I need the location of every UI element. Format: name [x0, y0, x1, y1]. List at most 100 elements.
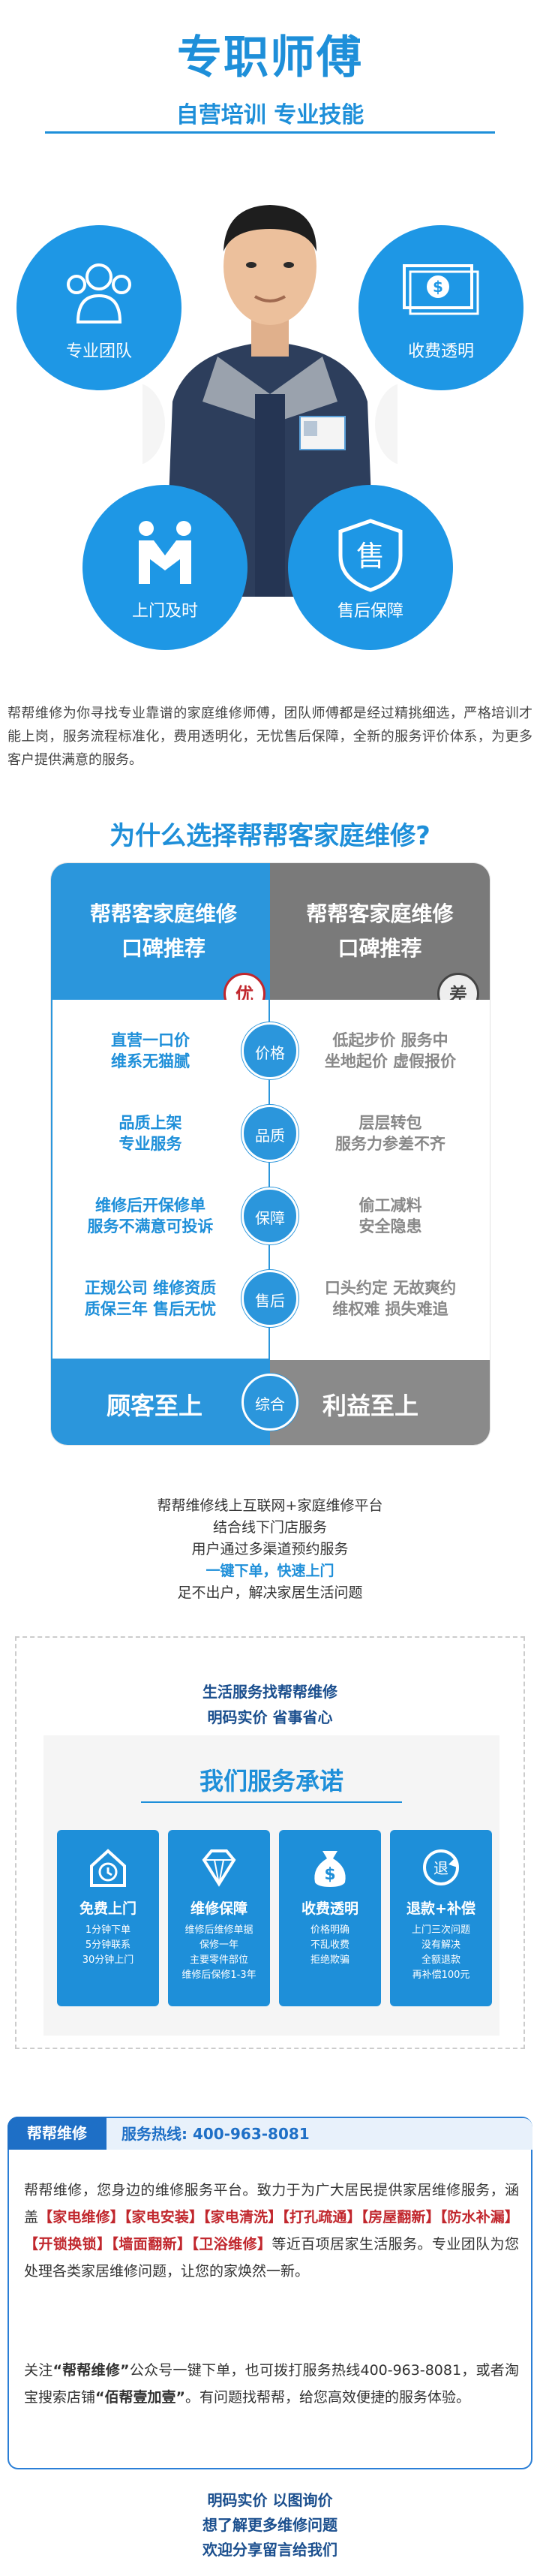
- row-text: 坐地起价 虚假报价: [324, 1052, 457, 1070]
- compare-foot-left: 顾客至上: [51, 1360, 270, 1445]
- service-tag: 【房屋翻新】: [361, 2209, 440, 2225]
- left-head-line1: 帮帮客家庭维修: [89, 901, 237, 926]
- coin-bag-icon: $: [314, 1851, 346, 1887]
- circle-ontime: 上门及时: [82, 485, 248, 650]
- pill-guarantee: 保障: [242, 1187, 298, 1244]
- row-text: 维系无猫腻: [111, 1052, 190, 1070]
- compare-right-header: 帮帮客家庭维修 口碑推荐: [270, 863, 490, 1000]
- service-tag: 【开锁换锁】: [24, 2236, 112, 2252]
- service-tag: 【家电安装】: [124, 2209, 204, 2225]
- desc-line: 拒绝欺骗: [310, 1955, 350, 1966]
- svg-text:$: $: [433, 278, 443, 296]
- circle-label: 收费透明: [407, 342, 474, 361]
- ending-line: 明码实价 以图询价: [207, 2491, 333, 2509]
- row-left-quality: 品质上架专业服务: [66, 1112, 235, 1154]
- platform-line: 用户通过多渠道预约服务: [191, 1541, 349, 1557]
- desc-line: 30分钟上门: [82, 1955, 134, 1966]
- row-left-aftersale: 正规公司 维修资质质保三年 售后无忧: [66, 1277, 235, 1320]
- desc-line: 维修后保修1-3年: [182, 1970, 256, 1981]
- money-icon: $: [403, 264, 479, 315]
- about-header-bar: [106, 2118, 532, 2150]
- about-paragraph-2: 关注“帮帮维修”公众号一键下单，也可拨打服务热线400-963-8081，或者淘…: [24, 2357, 519, 2411]
- compare-title-a: 为什么选择: [110, 821, 238, 851]
- compare-title: 为什么选择帮帮客家庭维修?: [0, 815, 540, 852]
- team-icon: [67, 263, 131, 324]
- diamond-icon: [202, 1849, 236, 1887]
- service-tag: 【家电清洗】: [203, 2209, 283, 2225]
- desc-line: 再补偿100元: [412, 1970, 470, 1981]
- taobao-shop: “佰帮壹加壹”: [95, 2389, 185, 2406]
- row-text: 正规公司 维修资质: [84, 1279, 217, 1297]
- row-text: 安全隐患: [358, 1217, 422, 1235]
- service-tag: 【卫浴维修】: [191, 2236, 272, 2252]
- ending-line: 欢迎分享留言给我们: [202, 2541, 338, 2559]
- compare-left-body: [51, 1000, 270, 1360]
- promise-desc: 上门三次问题没有解决全额退款再补偿100元: [390, 1923, 492, 1983]
- promise-title: 维修保障: [190, 1900, 248, 1917]
- circle-team: 专业团队: [16, 225, 182, 390]
- row-right-aftersale: 口头约定 无故爽约维权难 损失难追: [306, 1277, 475, 1320]
- promise-card-warranty: 维修保障 维修后维修单据保修一年主要零件部位维修后保修1-3年: [168, 1830, 270, 2006]
- row-text: 维修后开保修单: [95, 1196, 206, 1214]
- desc-line: 全额退款: [421, 1955, 460, 1966]
- svg-text:退: 退: [434, 1859, 448, 1877]
- row-right-guarantee: 偷工减料安全隐患: [306, 1195, 475, 1237]
- promise-title: 收费透明: [301, 1900, 358, 1917]
- service-tag: 【家电维修】: [38, 2209, 124, 2225]
- about-text: 等近百项居家生活服务。专业团队为您处理各类家居维修问题，让您的家焕然一新。: [24, 2236, 519, 2280]
- foot-right-text: 利益至上: [322, 1392, 419, 1420]
- foot-left-text: 顾客至上: [106, 1392, 203, 1420]
- desc-line: 主要零件部位: [189, 1955, 248, 1966]
- row-text: 低起步价 服务中: [332, 1031, 448, 1049]
- row-text: 层层转包: [358, 1114, 422, 1132]
- hero-section: 专职师傅 自营培训 专业技能 专业团队: [0, 0, 540, 676]
- ending-line: 想了解更多维修问题: [202, 2516, 338, 2534]
- service-tag: 【墙面翻新】: [111, 2236, 192, 2252]
- hotline[interactable]: 服务热线: 400-963-8081: [122, 2125, 310, 2143]
- row-text: 偷工减料: [358, 1196, 422, 1214]
- about-tag: 帮帮维修: [8, 2117, 106, 2150]
- clock-house-icon: [90, 1849, 126, 1887]
- desc-line: 1分钟下单: [85, 1924, 131, 1936]
- circle-label: 专业团队: [65, 342, 132, 361]
- platform-text: 帮帮维修线上互联网+家庭维修平台 结合线下门店服务 用户通过多渠道预约服务 一键…: [0, 1495, 540, 1604]
- service-slogan-1: 生活服务找帮帮维修: [202, 1683, 338, 1701]
- row-right-quality: 层层转包服务力参差不齐: [306, 1112, 475, 1154]
- circle-aftersale: 售 售后保障: [288, 485, 453, 650]
- desc-line: 上门三次问题: [411, 1924, 470, 1936]
- hero-title: 专职师傅: [177, 32, 363, 84]
- row-text: 质保三年 售后无忧: [84, 1300, 217, 1318]
- row-text: 维权难 损失难追: [332, 1300, 448, 1318]
- desc-line: 维修后维修单据: [184, 1924, 254, 1936]
- desc-line: 价格明确: [310, 1924, 350, 1936]
- intro-paragraph: 帮帮维修为你寻找专业靠谱的家庭维修师傅，团队师傅都是经过精挑细选，严格培训才能上…: [8, 706, 532, 768]
- row-right-price: 低起步价 服务中坐地起价 虚假报价: [306, 1030, 475, 1072]
- platform-cta: 一键下单，快速上门: [206, 1563, 334, 1579]
- service-tag: 【防水补漏】: [440, 2209, 519, 2225]
- about-text: 。有问题找帮帮，给您高效便捷的服务体验。: [185, 2389, 471, 2406]
- compare-title-b: 帮帮客家庭维修?: [237, 821, 430, 851]
- circle-label: 上门及时: [131, 602, 198, 621]
- platform-line: 结合线下门店服务: [212, 1519, 327, 1536]
- promise-card-refund: 退 退款+补偿 上门三次问题没有解决全额退款再补偿100元: [390, 1830, 492, 2006]
- row-left-guarantee: 维修后开保修单服务不满意可投诉: [66, 1195, 235, 1237]
- desc-line: 不乱收费: [310, 1940, 350, 1951]
- promise-desc: 价格明确不乱收费拒绝欺骗: [279, 1923, 381, 1968]
- ending-text: 明码实价 以图询价 想了解更多维修问题 欢迎分享留言给我们: [0, 2488, 540, 2562]
- compare-foot-right: 利益至上: [270, 1360, 490, 1445]
- promise-desc: 维修后维修单据保修一年主要零件部位维修后保修1-3年: [168, 1923, 270, 1983]
- pill-overall: 综合: [242, 1374, 298, 1431]
- compare-table: 帮帮客家庭维修 口碑推荐 帮帮客家庭维修 口碑推荐 优 差 直营一口价维系无猫腻…: [51, 863, 490, 1445]
- desc-line: 保修一年: [199, 1940, 238, 1951]
- row-text: 品质上架: [118, 1114, 182, 1132]
- wechat-account: “帮帮维修”: [52, 2362, 130, 2379]
- promise-title: 退款+补偿: [406, 1900, 476, 1917]
- row-text: 口头约定 无故爽约: [324, 1279, 457, 1297]
- row-left-price: 直营一口价维系无猫腻: [66, 1030, 235, 1072]
- row-text: 直营一口价: [111, 1031, 190, 1049]
- shield-icon: 售: [338, 519, 403, 592]
- service-title: 我们服务承诺: [199, 1767, 344, 1795]
